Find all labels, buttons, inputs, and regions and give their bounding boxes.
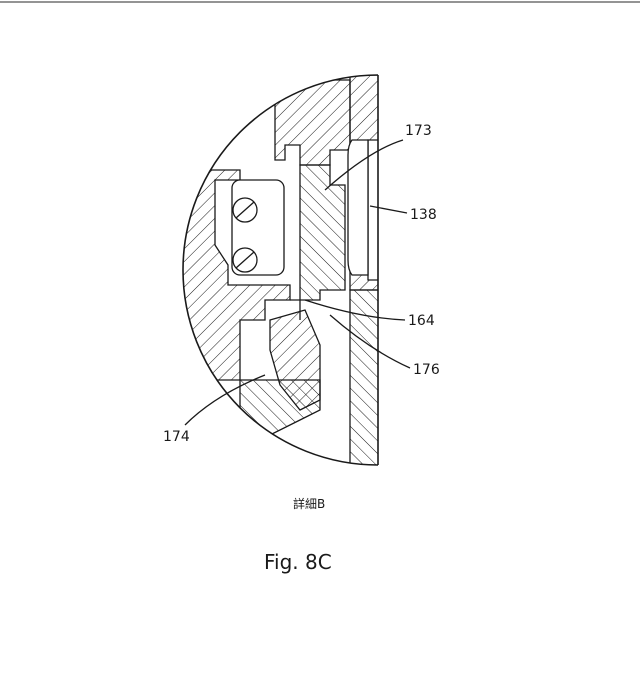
detail-view <box>160 75 380 470</box>
label-138: 138 <box>410 207 437 223</box>
label-174: 174 <box>163 429 190 445</box>
label-164: 164 <box>408 313 435 329</box>
central-member <box>300 165 345 300</box>
detail-title: 詳細B <box>293 496 325 511</box>
figure-caption: Fig. 8C <box>264 550 332 574</box>
lower-base <box>240 380 320 440</box>
label-173: 173 <box>405 123 432 139</box>
window-138 <box>348 140 368 275</box>
upper-housing <box>275 80 350 165</box>
label-176: 176 <box>413 362 440 378</box>
